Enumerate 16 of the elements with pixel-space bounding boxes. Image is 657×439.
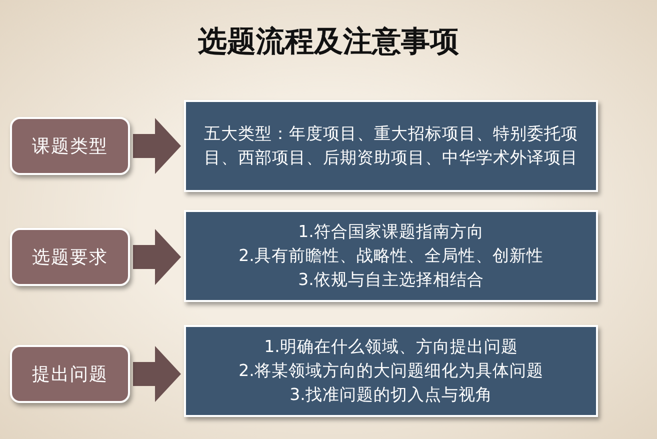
title: 选题流程及注意事项 <box>197 23 460 60</box>
list-item: 1.符合国家课题指南方向 <box>298 221 484 244</box>
list-item: 3.找准问题的切入点与视角 <box>290 384 492 406</box>
list-item: 3.依规与自主选择相结合 <box>298 268 484 291</box>
label-box: 课题类型 <box>10 117 130 175</box>
text-panel: 五大类型：年度项目、重大招标项目、特别委托项目、西部项目、后期资助项目、中华学术外译项目 <box>184 100 598 192</box>
list-item: 2.将某领域方向的大问题细化为具体问题 <box>238 360 544 382</box>
block-arrow <box>133 118 181 174</box>
block-arrow <box>133 346 181 402</box>
text-panel <box>184 210 598 302</box>
list-item: 2.具有前瞻性、战略性、全局性、创新性 <box>238 245 544 268</box>
label-box: 选题要求 <box>10 228 130 286</box>
label-box: 提出问题 <box>10 345 130 403</box>
block-arrow <box>133 229 181 285</box>
list-item: 1.明确在什么领域、方向提出问题 <box>264 336 518 358</box>
text-panel <box>184 325 598 417</box>
